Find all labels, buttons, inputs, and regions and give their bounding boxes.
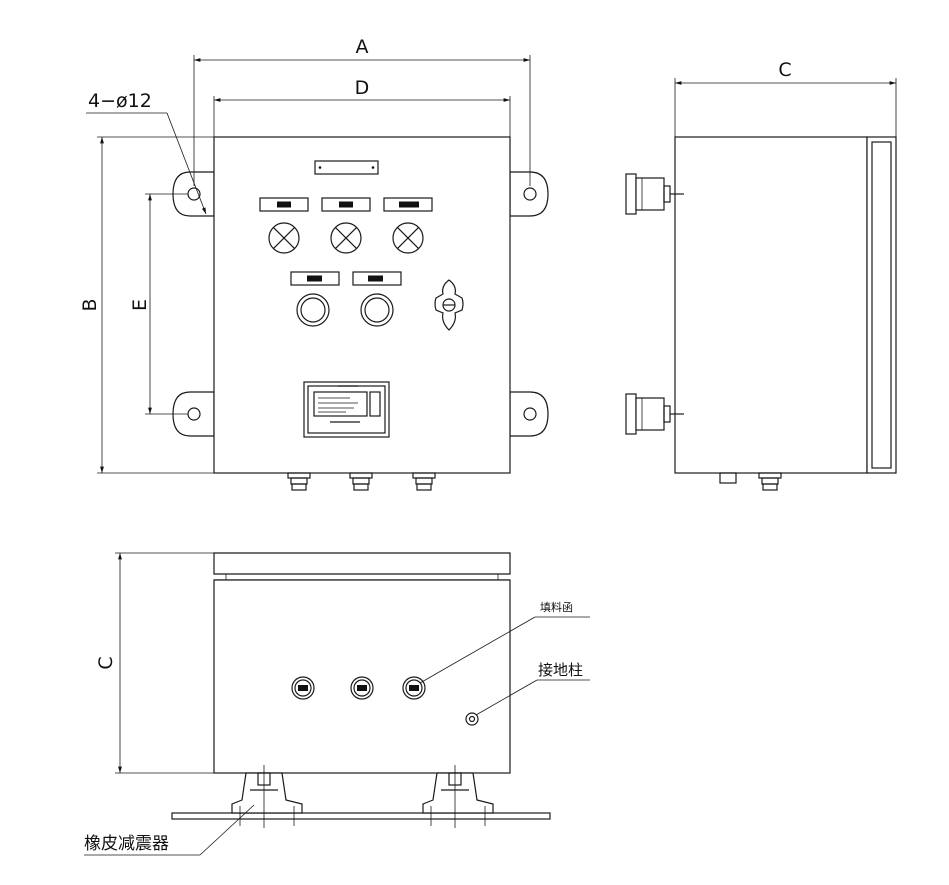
dimension-d: D [213,77,511,137]
damper-callout-label: 橡皮减震器 [84,834,169,854]
front-view: A D B E 4−ø12 [79,36,549,491]
bottom-view: 填料函 接地柱 橡皮减震器 [84,552,590,856]
dimension-a: A [193,36,531,186]
hole-callout: 4−ø12 [86,90,207,215]
gland-callout-label: 填料函 [540,600,573,614]
ground-callout: 接地柱 [475,661,590,716]
dimension-a-label: A [356,36,369,58]
indicator-labels [259,197,433,212]
rubber-dampers [231,765,494,828]
nameplate [314,160,379,175]
dimension-e-label: E [129,299,151,311]
selector-switch [434,279,464,331]
cable-glands-front [287,472,436,491]
dimension-c-top-label: C [778,59,791,81]
hole-callout-label: 4−ø12 [88,90,152,112]
dimension-c-side: C [95,552,214,774]
side-door [866,136,897,474]
base-plate [171,812,551,820]
lid [213,552,511,575]
damper-callout: 橡皮减震器 [84,804,255,856]
dimension-b-label: B [79,298,101,311]
mounting-ears [172,171,549,437]
dimension-c-side-label: C [95,656,117,669]
push-buttons [296,293,394,327]
side-mounting-ears [625,173,684,435]
indicator-lamps [268,222,424,254]
panel-meter [303,381,390,438]
side-enclosure-body [674,136,868,474]
cable-glands-bottom [291,676,426,700]
dimension-d-label: D [355,77,370,99]
dimension-e: E [129,193,188,415]
ground-terminal [465,712,479,726]
side-view: C [625,59,897,491]
ground-callout-label: 接地柱 [538,661,583,679]
dimension-c-top: C [674,59,897,137]
dimension-b: B [79,136,214,474]
gland-callout: 填料函 [419,600,590,684]
